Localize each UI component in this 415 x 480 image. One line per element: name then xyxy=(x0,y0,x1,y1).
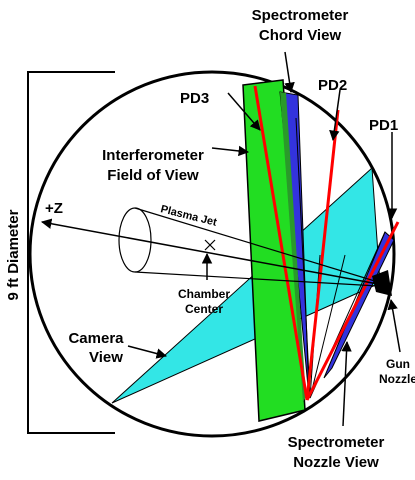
camera-view-label-2: View xyxy=(89,349,123,366)
chamber-center-marker xyxy=(204,239,216,251)
diameter-label: 9 ft Diameter xyxy=(5,209,22,300)
plus-z-label: +Z xyxy=(45,200,63,217)
interferometer-label-2: Field of View xyxy=(107,167,199,184)
gun-nozzle-label-1: Gun xyxy=(386,357,410,371)
chamber-center-label-1: Chamber xyxy=(178,287,230,301)
spectrometer-nozzle-label-1: Spectrometer xyxy=(288,434,385,451)
pd1-label: PD1 xyxy=(369,117,398,134)
gun-nozzle-label-2: Nozzle xyxy=(379,372,415,386)
spectrometer-chord-label-2: Chord View xyxy=(259,27,342,44)
pd3-label: PD3 xyxy=(180,90,209,107)
spectrometer-chord-label-1: Spectrometer xyxy=(252,7,349,24)
gun-nozzle xyxy=(372,270,392,296)
pd2-label: PD2 xyxy=(318,77,347,94)
pd3-line xyxy=(253,85,309,401)
chamber-center-label-2: Center xyxy=(185,302,223,316)
interferometer-label-1: Interferometer xyxy=(102,147,204,164)
spectrometer-chord-strip xyxy=(280,92,306,402)
diameter-bracket xyxy=(27,71,115,434)
camera-view-label-1: Camera xyxy=(68,330,124,347)
pd1-line xyxy=(305,221,400,401)
leader-arrows xyxy=(127,51,401,427)
pd2-line xyxy=(305,109,340,401)
spectrometer-nozzle-label-2: Nozzle View xyxy=(293,454,379,471)
camera-view xyxy=(111,166,381,404)
plasma-jet-cone xyxy=(118,207,379,287)
